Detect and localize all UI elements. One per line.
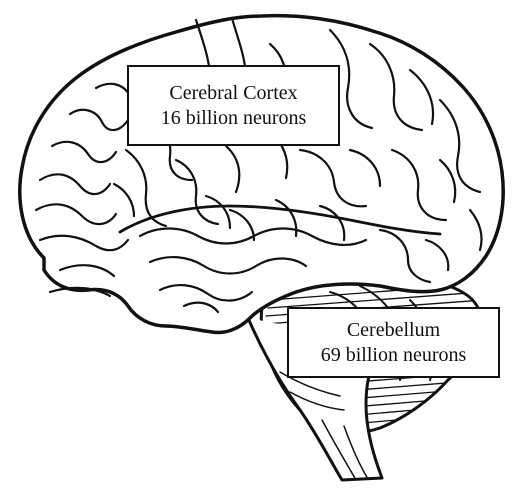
cerebellum-name: Cerebellum xyxy=(289,318,498,343)
cerebellum-neuron-count: 69 billion neurons xyxy=(289,343,498,368)
cerebral-cortex-neuron-count: 16 billion neurons xyxy=(129,106,338,131)
cerebral-cortex-label: Cerebral Cortex 16 billion neurons xyxy=(127,65,340,146)
cerebellum-label: Cerebellum 69 billion neurons xyxy=(287,307,500,378)
cerebrum-shape xyxy=(20,16,503,333)
cerebral-cortex-name: Cerebral Cortex xyxy=(129,81,338,106)
